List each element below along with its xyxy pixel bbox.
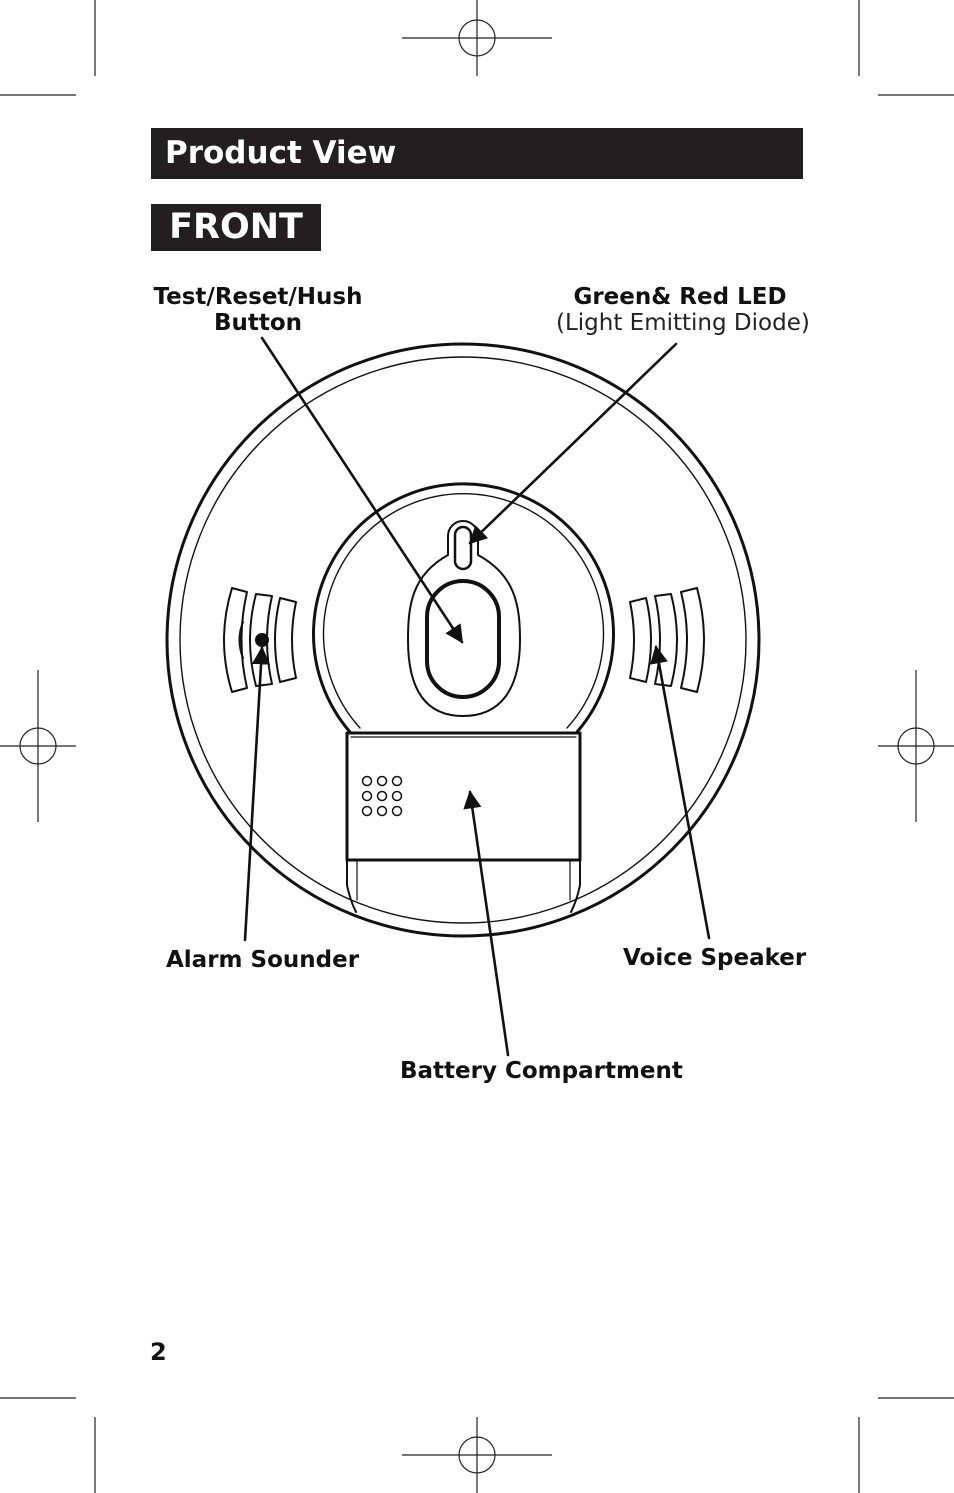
callout-test-button: Test/Reset/Hush Button [153, 284, 363, 336]
callout-battery-compartment: Battery Compartment [400, 1058, 683, 1084]
leader-test-button [260, 336, 464, 644]
battery-compartment [345, 731, 582, 913]
view-label: FRONT [151, 204, 321, 251]
section-title: Product View [165, 135, 397, 171]
page-number: 2 [150, 1338, 167, 1366]
outer-housing [165, 342, 761, 938]
leader-led [468, 342, 678, 545]
callout-alarm-sounder: Alarm Sounder [166, 947, 360, 973]
leader-alarm-sounder [243, 646, 271, 942]
callout-led: Green& Red LED (Light Emitting Diode) [556, 284, 810, 336]
outer-housing-inner-edge [179, 356, 747, 924]
registration-mark-top [402, 0, 552, 76]
callout-voice-speaker: Voice Speaker [623, 945, 807, 971]
test-reset-hush-button [425, 579, 501, 699]
section-header: Product View [151, 128, 803, 179]
alarm-sounder-dot [255, 633, 269, 647]
registration-mark-right [878, 670, 954, 822]
alarm-sounder-grille [223, 587, 297, 693]
registration-mark-left [0, 670, 76, 822]
voice-speaker-grille [629, 587, 705, 693]
leader-battery [463, 790, 510, 1057]
registration-mark-bottom [402, 1417, 552, 1493]
vent-holes [361, 775, 403, 817]
center-dome [312, 482, 615, 734]
button-bezel [407, 520, 521, 717]
led-window [453, 525, 473, 571]
leader-voice-speaker [649, 645, 711, 940]
